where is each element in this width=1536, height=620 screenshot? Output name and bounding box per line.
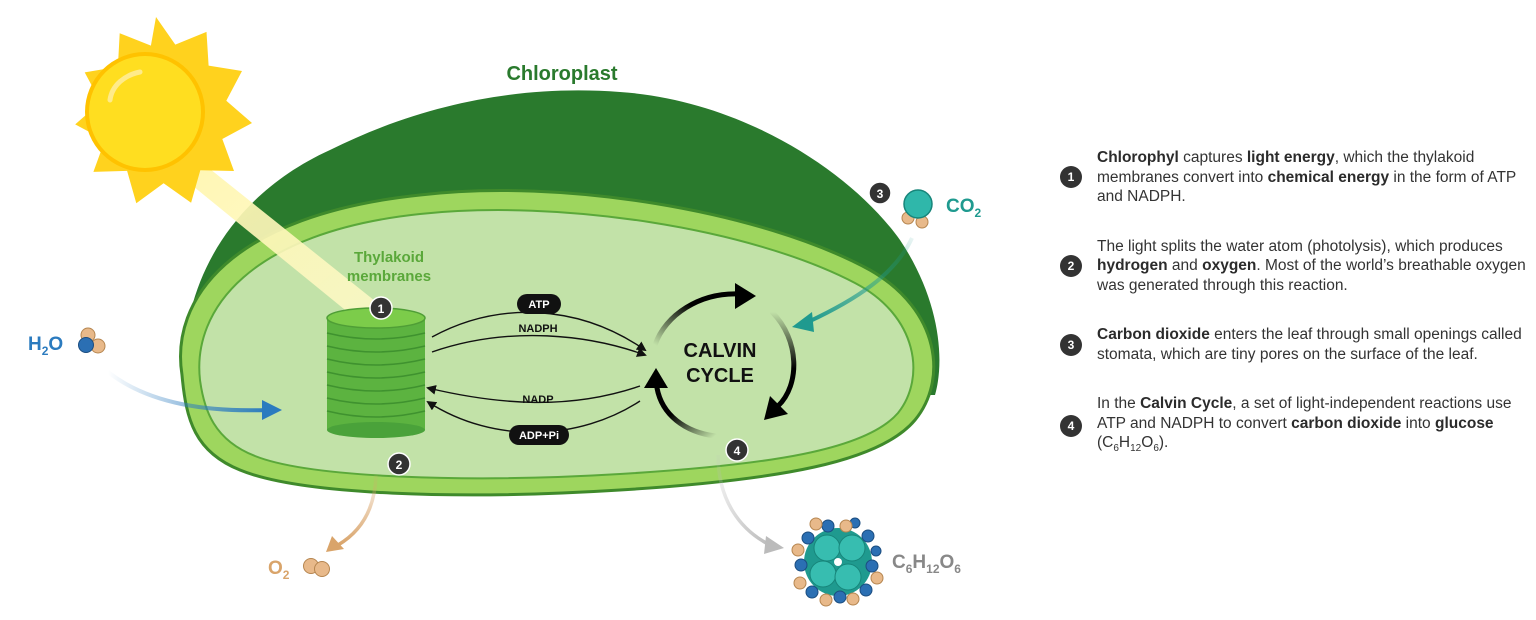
step-text: Carbon dioxide enters the leaf through s… xyxy=(1097,326,1522,363)
diagram-badge-4: 4 xyxy=(725,438,749,462)
step-text-run: in the form of ATP and NADPH. xyxy=(1097,168,1516,206)
calvin-cycle-line2: CYCLE xyxy=(686,365,754,387)
step-text-run: chemical energy xyxy=(1267,168,1390,186)
step-text: Chlorophyl captures light energy, which … xyxy=(1097,149,1516,205)
nadph-label: NADPH xyxy=(518,323,557,335)
step-text-run: , which the thylakoid membranes convert … xyxy=(1097,149,1475,186)
step-text-run: hydrogen xyxy=(1097,257,1168,274)
step-item-4: 4 In the Calvin Cycle, a set of light-in… xyxy=(1060,394,1530,459)
step-text-run: , a set of light-independent reactions u… xyxy=(1097,395,1512,432)
step-text-run: light energy xyxy=(1246,149,1335,166)
chloroplast-label: Chloroplast xyxy=(506,63,617,85)
o2-label: O2 xyxy=(268,558,290,582)
step-item-2: 2 The light splits the water atom (photo… xyxy=(1060,237,1530,296)
step-text-run: 12 xyxy=(1130,443,1142,455)
water-arrow xyxy=(106,370,269,413)
step-item-3: 3 Carbon dioxide enters the leaf through… xyxy=(1060,325,1530,364)
step-text-run: enters the leaf through small openings c… xyxy=(1097,326,1522,363)
step-text-run: In the xyxy=(1097,395,1141,412)
step-text-run: and xyxy=(1167,257,1203,274)
nadp-label: NADP xyxy=(522,394,553,406)
svg-text:2: 2 xyxy=(396,458,403,472)
oxygen-molecule-icon xyxy=(303,558,330,577)
adp-pi-label: ADP+Pi xyxy=(519,430,559,442)
step-text-run: glucose xyxy=(1434,414,1494,432)
step-text: The light splits the water atom (photoly… xyxy=(1097,238,1526,294)
co2-molecule-icon xyxy=(901,189,933,229)
step-text-run: into xyxy=(1401,414,1435,432)
step-text-run: ). xyxy=(1158,434,1169,451)
co2-arrow xyxy=(807,237,914,324)
glucose-molecule-icon xyxy=(791,517,884,607)
thylakoid-stack xyxy=(326,307,426,438)
step-text-run: H xyxy=(1118,434,1131,451)
atp-label: ATP xyxy=(528,299,549,311)
svg-text:4: 4 xyxy=(734,444,741,458)
step-badge: 4 xyxy=(1060,415,1082,438)
thylakoid-label-line1: Thylakoid xyxy=(354,249,424,266)
step-list: 1 Chlorophyl captures light energy, whic… xyxy=(1060,148,1530,489)
svg-text:1: 1 xyxy=(378,302,385,316)
step-text-run: Chlorophyl xyxy=(1097,149,1179,166)
step-text-run: Carbon dioxide xyxy=(1097,326,1210,343)
oxygen-arrow xyxy=(337,474,378,547)
step-text-run: oxygen xyxy=(1202,257,1257,274)
nadp-arrow xyxy=(426,385,641,404)
step-badge: 1 xyxy=(1060,166,1082,189)
step-text: In the Calvin Cycle, a set of light-inde… xyxy=(1097,395,1512,455)
step-text-run: Calvin Cycle xyxy=(1140,395,1233,412)
thylakoid-label-line2: membranes xyxy=(347,268,431,285)
diagram-badge-2: 2 xyxy=(387,452,411,476)
step-text-run: The light splits the water atom (photoly… xyxy=(1097,237,1503,255)
step-text-run: 6 xyxy=(1153,443,1159,455)
nadph-arrow xyxy=(431,334,647,357)
calvin-cycle-arrows xyxy=(644,283,797,439)
glucose-arrow xyxy=(716,454,771,547)
step-text-run: captures xyxy=(1178,149,1247,166)
step-badge: 2 xyxy=(1060,254,1082,277)
sun-icon xyxy=(75,17,252,204)
step-badge: 3 xyxy=(1060,333,1082,356)
step-item-1: 1 Chlorophyl captures light energy, whic… xyxy=(1060,148,1530,207)
diagram-badge-3: 3 xyxy=(868,181,892,205)
step-text-run: . Most of the world’s breathable oxygen … xyxy=(1097,257,1526,294)
water-molecule-icon xyxy=(78,327,106,354)
step-text-run: 6 xyxy=(1113,443,1119,455)
sunlight-beam xyxy=(188,165,380,318)
h2o-label: H2O xyxy=(28,334,63,358)
co2-label: CO2 xyxy=(946,196,982,220)
svg-text:3: 3 xyxy=(877,187,884,201)
calvin-cycle-line1: CALVIN xyxy=(684,340,757,362)
adp-pi-pill: ADP+Pi xyxy=(509,425,569,445)
glucose-label: C6H12O6 xyxy=(892,552,961,576)
step-text-run: carbon dioxide xyxy=(1291,414,1402,432)
step-text-run: O xyxy=(1141,434,1154,451)
diagram-badge-1: 1 xyxy=(369,296,393,320)
step-text-run: (C xyxy=(1097,434,1114,451)
atp-pill: ATP xyxy=(517,294,561,314)
